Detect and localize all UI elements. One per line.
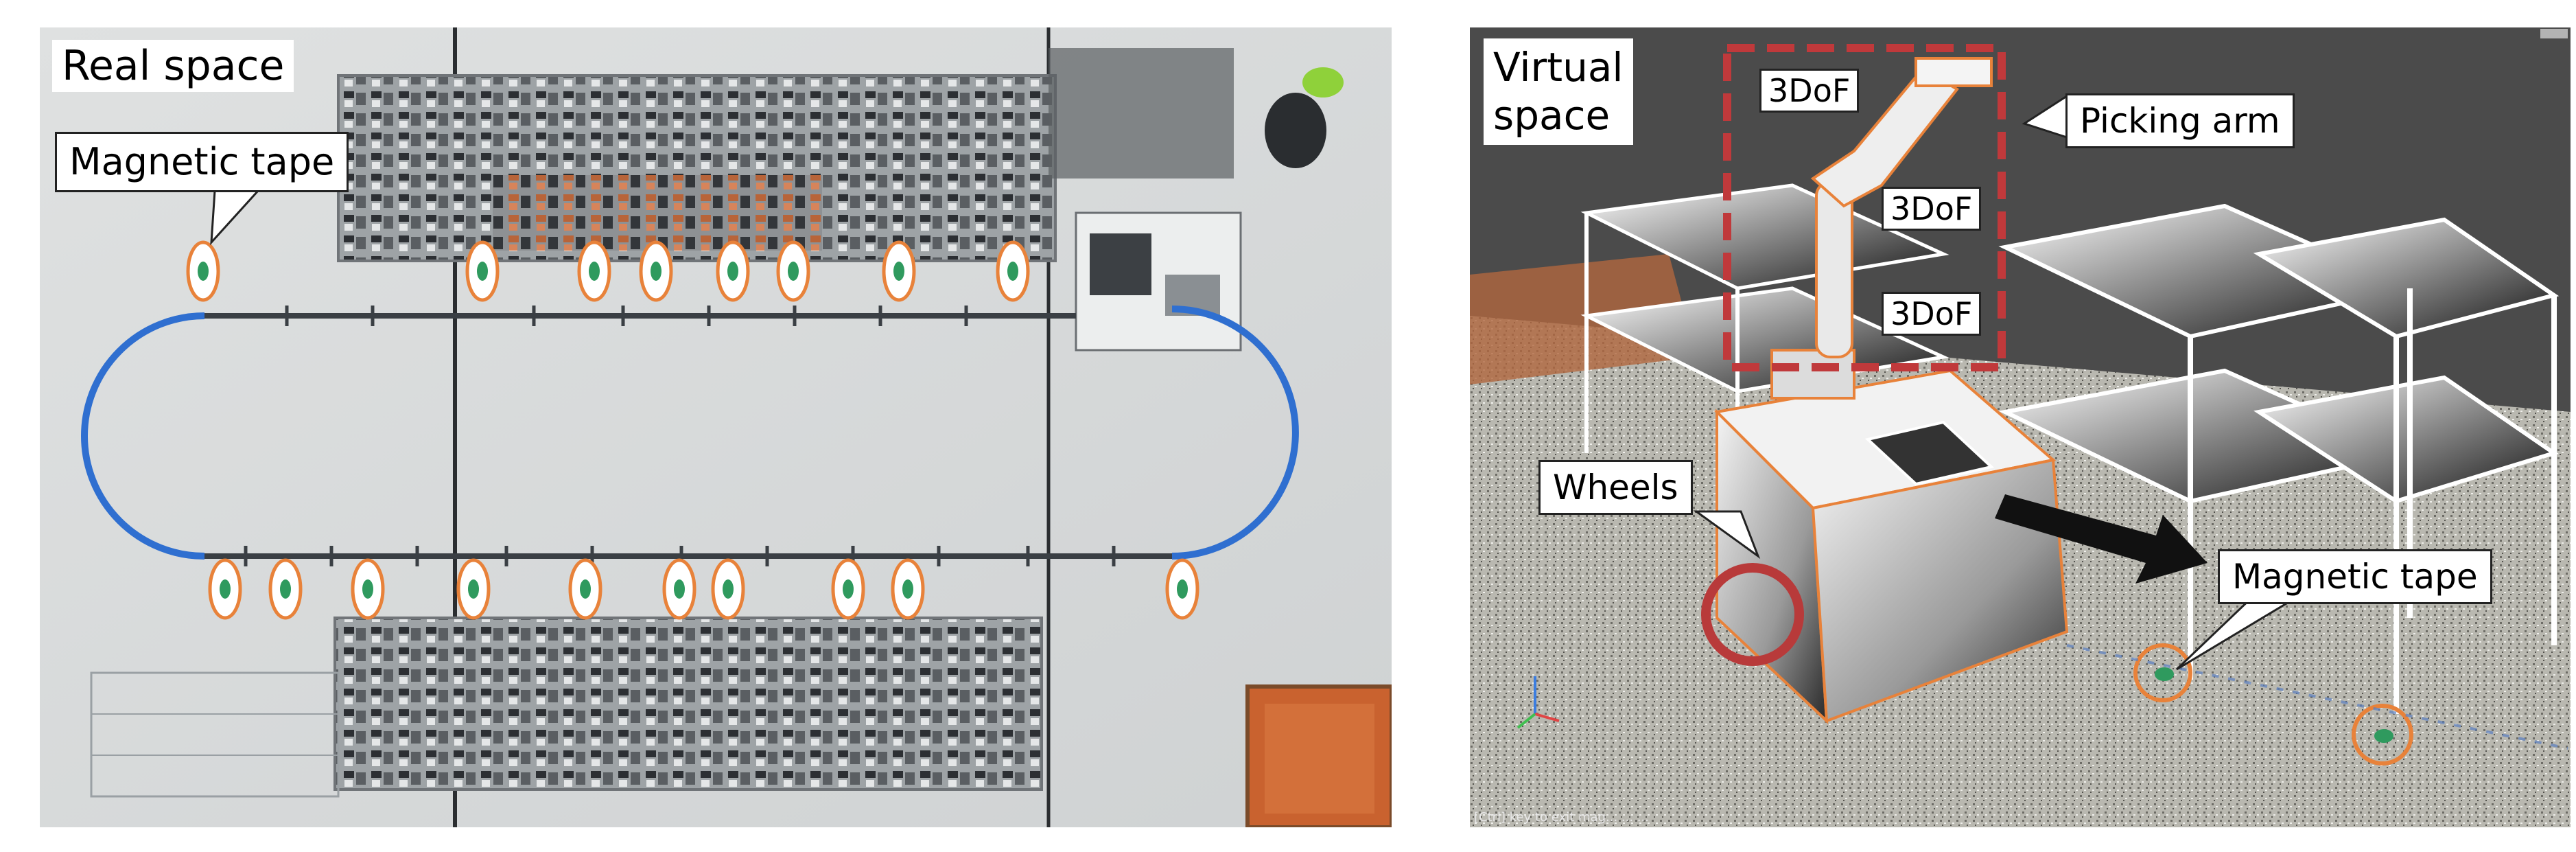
direction-arrow: [1995, 494, 2208, 584]
real-space-scene: [40, 27, 1392, 827]
wheels-pointer: [1693, 510, 1761, 560]
dof-label-middle: 3DoF: [1882, 187, 1982, 231]
dof-label-top: 3DoF: [1759, 69, 1860, 113]
top-shelves-orange-bins: [493, 175, 822, 251]
pallet: [1470, 254, 1696, 384]
virtual-magnetic-markers: [2133, 643, 2413, 765]
callout-wheels: Wheels: [1538, 460, 1693, 515]
callout-magnetic-tape-left: Magnetic tape: [55, 132, 349, 192]
robot-agv: [1713, 57, 2069, 724]
virtual-space-scene: [1470, 27, 2571, 827]
robot-station-top: [1090, 233, 1151, 295]
panel-title-real-space: Real space: [52, 40, 294, 92]
dof-label-bottom: 3DoF: [1882, 292, 1982, 336]
panel-title-line2: space: [1493, 91, 1611, 139]
panel-title-line1: Virtual: [1493, 44, 1624, 91]
callout-magnetic-tape-right: Magnetic tape: [2218, 549, 2492, 604]
magnetic-markers-bottom: [208, 558, 1199, 620]
chair: [1265, 93, 1326, 168]
wood-crate-top: [1265, 704, 1374, 814]
wheel-highlight: [1701, 563, 1804, 666]
callout-picking-arm: Picking arm: [2065, 93, 2295, 148]
empty-cart: [90, 671, 340, 798]
virtual-space-panel: Virtual space Picking arm Wheels Magneti…: [1470, 27, 2571, 827]
real-space-panel: Real space Magnetic tape: [40, 27, 1392, 827]
axis-gizmo: [1517, 676, 1560, 729]
workstation-clutter: [1049, 48, 1234, 179]
panel-title-virtual-space: Virtual space: [1484, 38, 1633, 146]
picking-arm-highlight: [1723, 44, 2006, 371]
status-text: [Ctrl] key to exit mag... ... ...: [1474, 810, 1649, 825]
green-object: [1302, 67, 1344, 97]
bottom-shelves: [333, 617, 1043, 791]
virtual-track-line: [2066, 644, 2568, 750]
